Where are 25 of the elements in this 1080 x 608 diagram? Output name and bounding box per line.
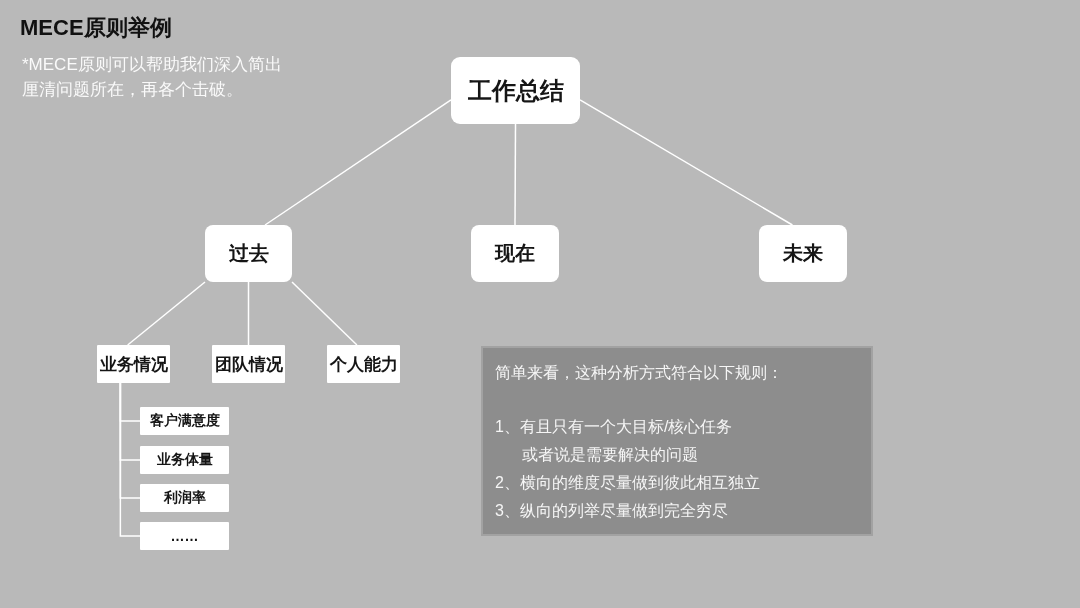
connector-line — [579, 99, 794, 226]
title: MECE原则举例 — [20, 14, 172, 42]
subcategory-box: 业务情况 — [97, 345, 170, 383]
panel-heading: 简单来看，这种分析方式符合以下规则： — [495, 363, 783, 383]
connector-line — [119, 382, 141, 537]
text-panel — [481, 346, 873, 536]
item-box: 客户满意度 — [140, 407, 229, 435]
topic-box: 工作总结 — [451, 57, 580, 124]
category-box: 过去 — [205, 225, 292, 282]
connector-line — [126, 281, 206, 346]
item-box: 业务体量 — [140, 446, 229, 474]
connector-line — [247, 281, 250, 346]
connector-line — [291, 281, 358, 346]
rule-text: 2、横向的维度尽量做到彼此相互独立 — [495, 473, 760, 493]
connector-line — [264, 99, 452, 226]
item-box: …… — [140, 522, 229, 550]
connector-line — [514, 123, 517, 226]
category-box: 现在 — [471, 225, 559, 282]
rule-text: 3、纵向的列举尽量做到完全穷尽 — [495, 501, 728, 521]
subcategory-box: 团队情况 — [212, 345, 285, 383]
item-box: 利润率 — [140, 484, 229, 512]
rule-text: 1、有且只有一个大目标/核心任务或者说是需要解决的问题 — [495, 417, 734, 465]
note-text: *MECE原则可以帮助我们深入简出厘清问题所在，再各个击破。 — [22, 54, 283, 101]
category-box: 未来 — [759, 225, 847, 282]
subcategory-box: 个人能力 — [327, 345, 400, 383]
